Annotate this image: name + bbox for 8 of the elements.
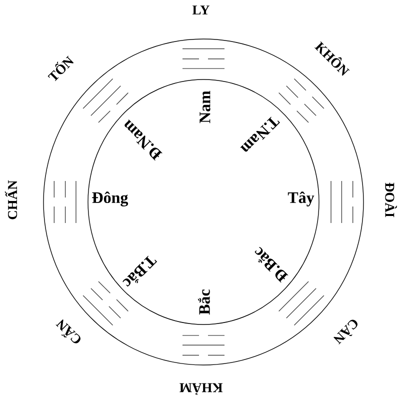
direction-label: Bắc xyxy=(198,290,210,315)
direction-label: Nam xyxy=(200,90,210,124)
trigram-name: ĐOÀI xyxy=(385,182,397,218)
direction-label: Tây xyxy=(288,192,314,206)
trigram-name: KHẢM xyxy=(180,383,222,395)
trigram-name: LY xyxy=(192,6,210,14)
trigram-name: CHẤN xyxy=(4,180,18,220)
direction-label: Đông xyxy=(92,192,128,206)
